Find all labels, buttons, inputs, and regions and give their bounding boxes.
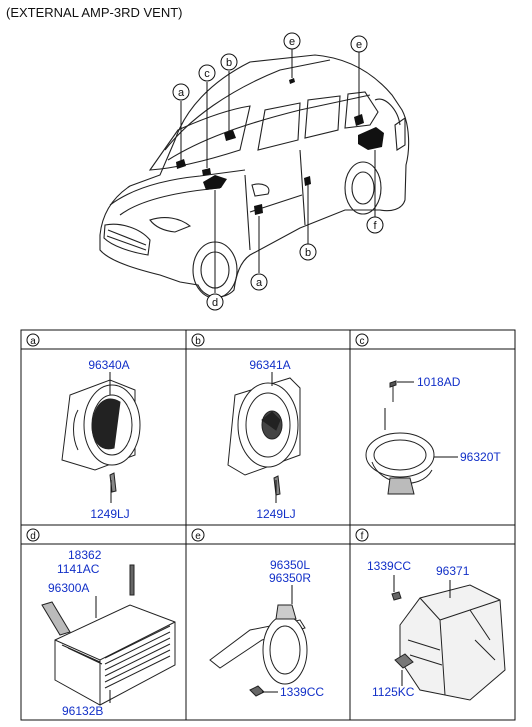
part-96132B: 96132B (62, 704, 103, 718)
callout-f (366, 216, 384, 234)
callout-f-label: f (373, 220, 377, 232)
callout-b-top (220, 53, 238, 71)
callout-a-bottom-label: a (256, 277, 263, 289)
panel-b-letter: b (195, 336, 201, 347)
vehicle-illustration (99, 54, 410, 299)
callout-c (198, 64, 216, 82)
panel-f-drawing (391, 575, 506, 701)
callout-b-bottom (299, 243, 317, 261)
panel-e-letter: e (195, 531, 201, 542)
part-1339CC-f: 1339CC (367, 559, 411, 573)
panel-d-drawing (41, 564, 176, 706)
panel-f-letter: f (361, 531, 364, 542)
page-title: (EXTERNAL AMP-3RD VENT) (6, 5, 183, 20)
callout-e-mid-label: e (289, 36, 295, 48)
part-1018AD: 1018AD (417, 375, 461, 389)
panel-c-drawing (365, 380, 458, 495)
part-96320T: 96320T (460, 450, 501, 464)
panel-grid (20, 329, 516, 721)
callout-e-mid (283, 32, 301, 50)
panel-f-tag (355, 528, 369, 542)
part-1249LJ-a: 1249LJ (90, 507, 129, 521)
callout-a-bottom (250, 273, 268, 291)
part-96341A: 96341A (249, 358, 290, 372)
panel-e-tag (191, 528, 205, 542)
panel-d-tag (26, 528, 40, 542)
part-1249LJ-b: 1249LJ (256, 507, 295, 521)
vehicle-callouts (172, 32, 384, 311)
callout-b-bottom-label: b (305, 247, 311, 259)
panel-a-letter: a (30, 336, 36, 347)
panel-b-tag (191, 333, 205, 347)
panel-c-letter: c (360, 336, 365, 347)
callout-a-top (172, 83, 190, 101)
panel-c-tag (355, 333, 369, 347)
panel-a-drawing (61, 372, 141, 503)
part-1141AC: 1141AC (57, 562, 100, 576)
part-96300A: 96300A (48, 581, 89, 595)
callout-b-top-label: b (226, 57, 232, 69)
leader-lines (180, 49, 376, 293)
part-96371: 96371 (436, 564, 470, 578)
panel-d-letter: d (30, 531, 36, 542)
panel-e-drawing (209, 585, 308, 697)
panel-b-drawing (227, 372, 301, 503)
callout-c-label: c (204, 68, 210, 80)
callout-e-right-label: e (356, 39, 362, 51)
part-18362: 18362 (68, 548, 102, 562)
part-1339CC-e: 1339CC (280, 685, 324, 699)
part-96350L: 96350L (270, 558, 310, 572)
callout-d-label: d (212, 297, 218, 309)
callout-a-top-label: a (178, 87, 185, 99)
speaker-locations (176, 78, 384, 215)
part-96340A: 96340A (88, 358, 129, 372)
callout-d (206, 293, 224, 311)
part-96350R: 96350R (269, 571, 311, 585)
panel-a-tag (26, 333, 40, 347)
part-1125KC: 1125KC (372, 685, 415, 699)
callout-e-right (350, 35, 368, 53)
